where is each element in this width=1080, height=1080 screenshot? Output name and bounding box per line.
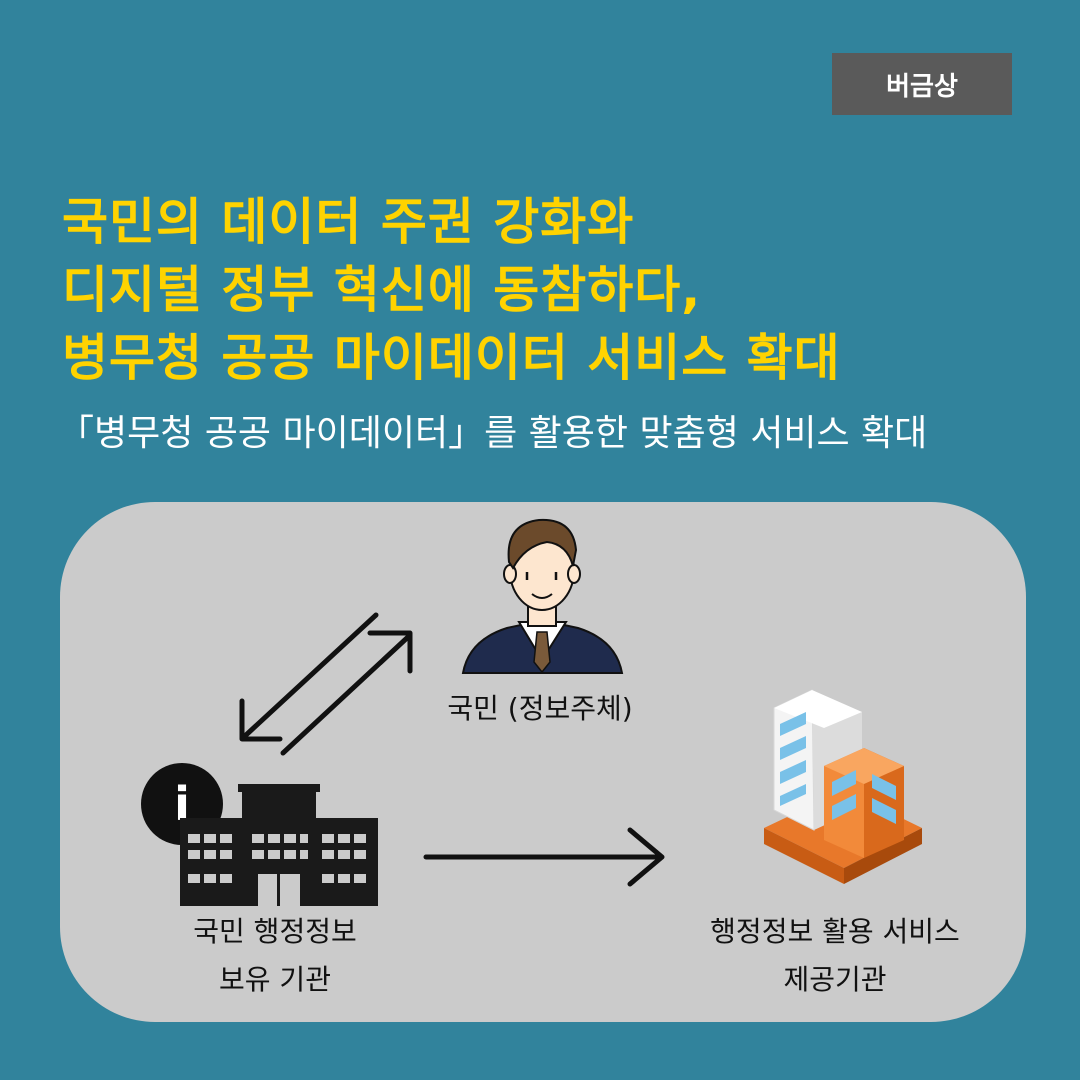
citizen-label: 국민 (정보주체) — [447, 692, 633, 725]
government-building-icon — [180, 784, 378, 906]
info-letter: i — [174, 777, 190, 831]
headline-line-3: 병무청 공공 마이데이터 서비스 확대 — [62, 329, 841, 387]
headline-line-1: 국민의 데이터 주권 강화와 — [62, 193, 635, 251]
right-arrow-icon — [423, 827, 665, 887]
source-agency-label-line-2: 보유 기관 — [219, 963, 331, 996]
source-agency-label-line-1: 국민 행정정보 — [193, 915, 357, 948]
award-badge: 버금상 — [832, 53, 1012, 115]
headline-line-2: 디지털 정부 혁신에 동참하다, — [62, 261, 702, 319]
bidirectional-arrow-icon — [239, 612, 413, 756]
headline: 국민의 데이터 주권 강화와 디지털 정부 혁신에 동참하다, 병무청 공공 마… — [62, 188, 841, 392]
service-provider-building-icon — [764, 689, 922, 884]
service-provider-label: 행정정보 활용 서비스 제공기관 — [675, 908, 995, 1004]
source-agency-label: 국민 행정정보 보유 기관 — [150, 908, 400, 1004]
citizen-person-icon — [461, 518, 624, 674]
service-provider-label-line-1: 행정정보 활용 서비스 — [710, 915, 960, 948]
service-provider-label-line-2: 제공기관 — [783, 963, 887, 996]
subtitle: 「병무청 공공 마이데이터」를 활용한 맞춤형 서비스 확대 — [58, 413, 928, 454]
